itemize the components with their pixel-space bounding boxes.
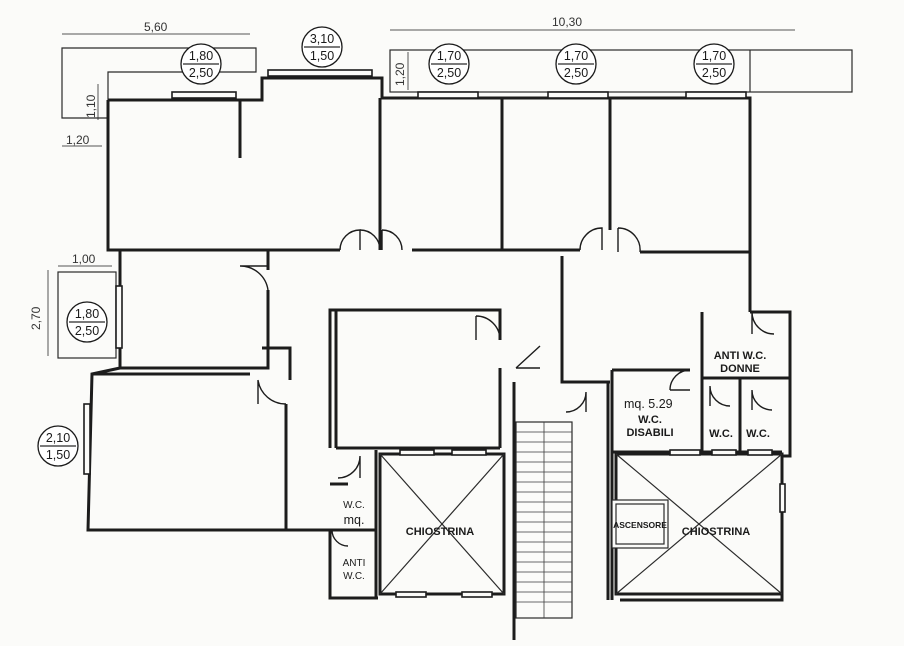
bubble-7-top: 2,10 (46, 431, 70, 445)
windows (83, 69, 786, 598)
label-ascensore: ASCENSORE (613, 520, 667, 530)
label-wc-b: W.C. (746, 428, 770, 440)
dim-top-left: 5,60 (144, 20, 168, 34)
window-bubble-6: 1,80 2,50 (66, 301, 108, 343)
label-wc-mq-1: W.C. (343, 500, 365, 511)
doors (239, 227, 775, 547)
light-wells (379, 453, 783, 595)
bubble-7-bottom: 1,50 (46, 448, 70, 462)
label-chiostrina-right: CHIOSTRINA (682, 526, 751, 538)
window-bubble-3: 1,70 2,50 (428, 43, 470, 85)
window-bubble-1: 1,80 2,50 (180, 43, 222, 85)
window-bubble-5: 1,70 2,50 (693, 43, 735, 85)
label-wc-disabili-1: W.C. (638, 414, 662, 426)
interior-walls (92, 98, 790, 640)
label-anti-wc-2: W.C. (343, 571, 365, 582)
stair (515, 421, 573, 619)
bubble-4-top: 1,70 (564, 49, 588, 63)
dimension-lines (47, 29, 795, 356)
dim-1-20-right: 1,20 (393, 62, 407, 86)
bubble-4-bottom: 2,50 (564, 66, 588, 80)
bubble-3-bottom: 2,50 (437, 66, 461, 80)
label-wc-mq-2: mq. (344, 513, 365, 527)
bubble-6-bottom: 2,50 (75, 324, 99, 338)
bubble-6-top: 1,80 (75, 307, 99, 321)
dim-1-00: 1,00 (72, 252, 96, 266)
bubble-1-top: 1,80 (189, 49, 213, 63)
label-wc-a: W.C. (709, 428, 733, 440)
window-bubble-7: 2,10 1,50 (37, 425, 79, 467)
bubble-3-top: 1,70 (437, 49, 461, 63)
label-anti-wc-donne-2: DONNE (720, 363, 760, 375)
dim-1-10: 1,10 (84, 94, 98, 118)
dim-top-right: 10,30 (552, 15, 582, 29)
window-bubble-4: 1,70 2,50 (555, 43, 597, 85)
label-anti-wc-donne-1: ANTI W.C. (714, 350, 767, 362)
bubble-5-top: 1,70 (702, 49, 726, 63)
label-mq-disabili: mq. 5.29 (624, 397, 673, 411)
dim-1-20-left: 1,20 (66, 133, 90, 147)
label-wc-disabili-2: DISABILI (626, 427, 673, 439)
bubble-2-top: 3,10 (310, 32, 334, 46)
exterior-walls (86, 76, 792, 602)
bubble-1-bottom: 2,50 (189, 66, 213, 80)
dim-2-70: 2,70 (29, 306, 43, 330)
window-bubble-2: 3,10 1,50 (301, 26, 343, 68)
label-anti-wc-1: ANTI (343, 558, 366, 569)
elevator (611, 499, 669, 549)
label-chiostrina-left: CHIOSTRINA (406, 526, 475, 538)
bubble-5-bottom: 2,50 (702, 66, 726, 80)
balconies (57, 47, 853, 359)
bubble-2-bottom: 1,50 (310, 49, 334, 63)
